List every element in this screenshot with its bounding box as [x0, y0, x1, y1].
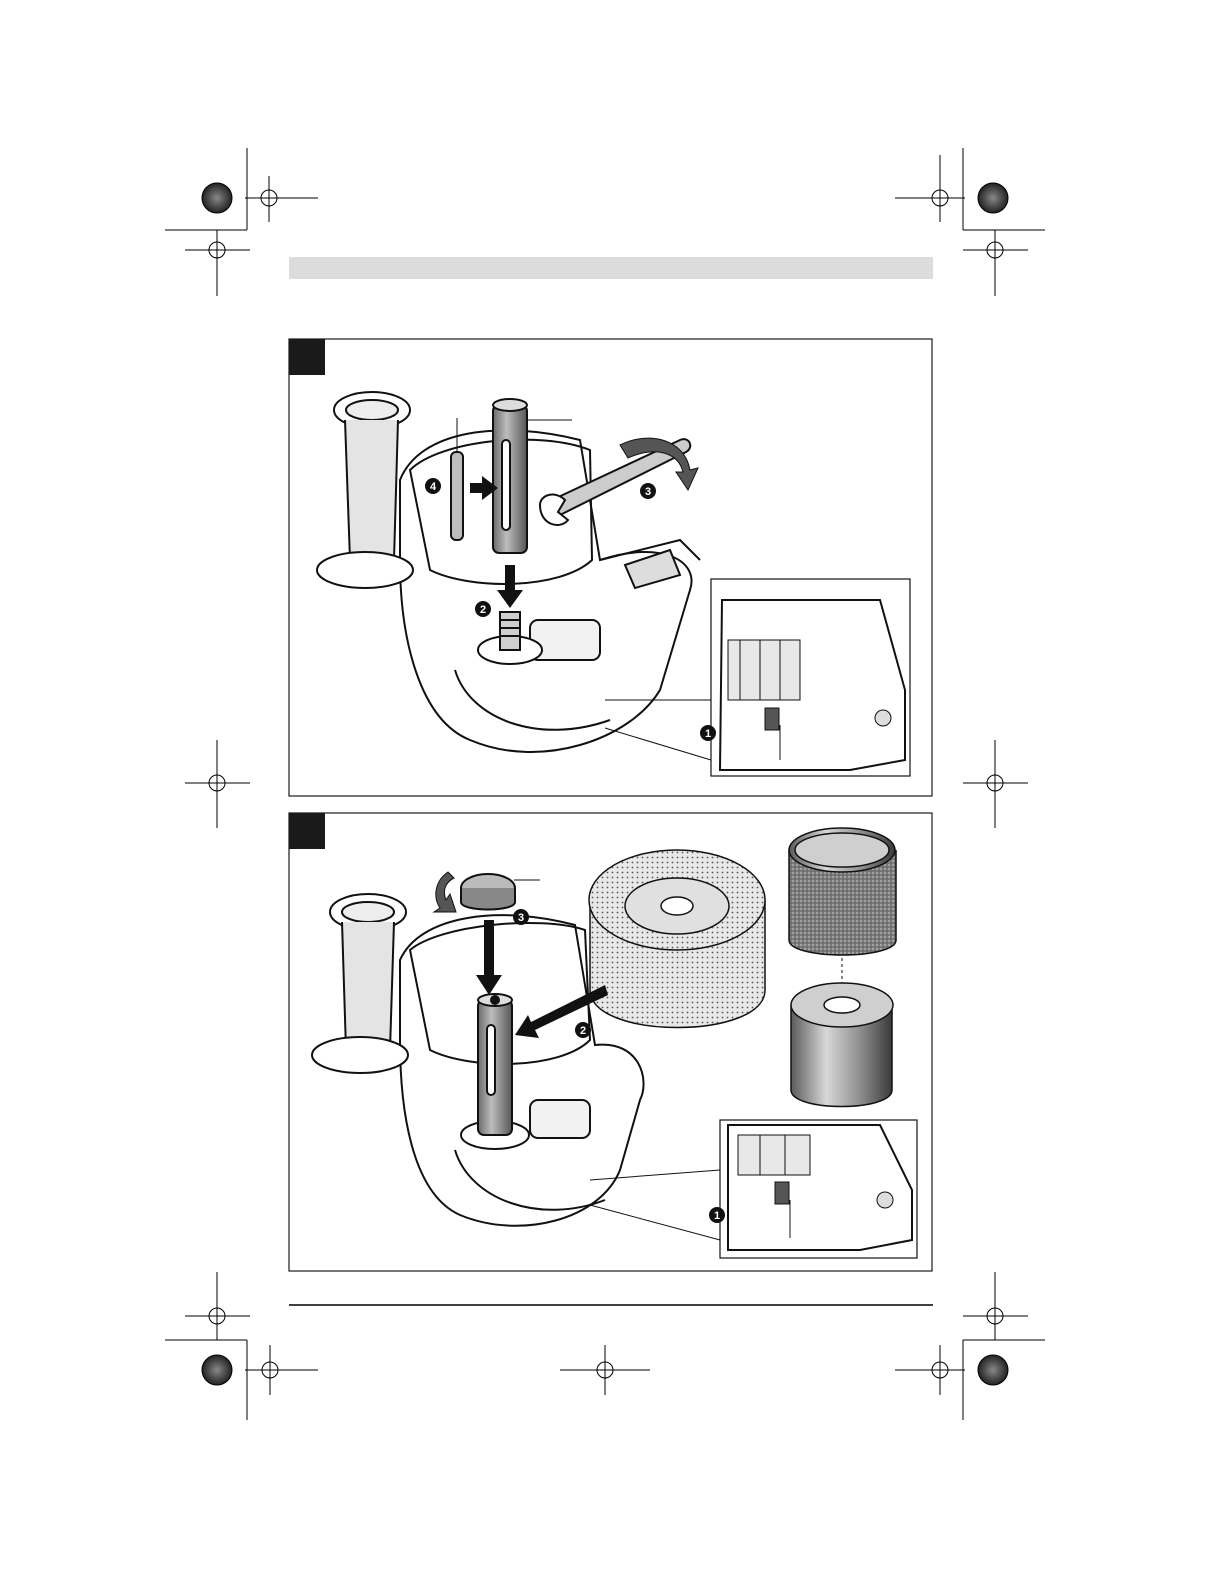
step-badge-label: 4	[430, 481, 437, 493]
step-badge-2: 2	[475, 601, 491, 617]
step-badge-3: 3	[513, 909, 529, 925]
step-badge-label: 2	[580, 1025, 586, 1037]
registration-target-icon	[895, 155, 965, 222]
header-band	[289, 257, 933, 279]
step-badge-3: 3	[640, 483, 656, 499]
clamping-nut-icon	[461, 874, 515, 910]
spindle-sleeve-icon	[493, 399, 527, 553]
color-wheel-icon	[978, 1355, 1008, 1385]
inset-callout-line	[590, 1205, 720, 1240]
step-badge-label: 1	[714, 1210, 720, 1222]
step-badge-label: 3	[645, 486, 651, 498]
step-badge-label: 3	[518, 912, 524, 924]
registration-target-icon	[560, 1345, 650, 1395]
expansion-roller-icon	[791, 983, 893, 1107]
step-badge-2: 2	[575, 1022, 591, 1038]
figure-b: 1 2 3	[289, 813, 932, 1271]
crop-mark-bottom-right	[963, 1272, 1045, 1420]
step-badge-label: 1	[705, 728, 711, 740]
spindle-lock-inset-icon	[711, 579, 910, 776]
color-wheel-icon	[978, 183, 1008, 213]
step-badge-1: 1	[709, 1207, 725, 1223]
registration-target-icon	[963, 740, 1028, 828]
crop-mark-bottom-left	[165, 1272, 250, 1420]
step-badge-1: 1	[700, 725, 716, 741]
wire-brush-drum-icon	[589, 850, 765, 1028]
registration-target-icon	[245, 176, 318, 222]
figure-a-corner-tab	[289, 339, 325, 375]
handle-icon	[317, 392, 413, 588]
key-icon	[451, 452, 463, 540]
grinder-body	[400, 430, 700, 752]
spindle-lock-inset-icon	[720, 1120, 917, 1258]
handle-icon	[312, 894, 408, 1073]
sanding-sleeve-icon	[789, 828, 896, 955]
registration-target-icon	[895, 1345, 965, 1395]
step-badge-4: 4	[425, 478, 441, 494]
figure-a: 1 2 3 4	[289, 339, 932, 796]
color-wheel-icon	[202, 1355, 232, 1385]
inset-callout-line	[605, 728, 711, 760]
crop-mark-top-left	[165, 148, 250, 296]
registration-target-icon	[185, 740, 250, 828]
crop-mark-top-right	[963, 148, 1045, 296]
rotate-arrow-icon	[434, 872, 456, 912]
color-wheel-icon	[202, 183, 232, 213]
figure-b-corner-tab	[289, 813, 325, 849]
registration-target-icon	[245, 1345, 318, 1395]
step-badge-label: 2	[480, 604, 486, 616]
